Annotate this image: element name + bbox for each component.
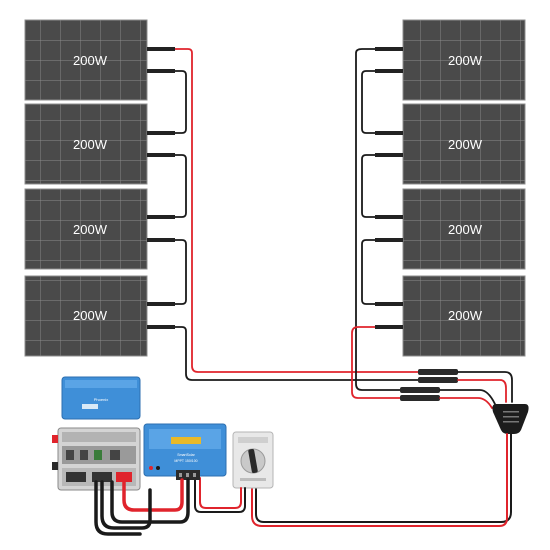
right-panel-array: 200W 200W 200W 200W — [402, 19, 526, 357]
controller-model-label: MPPT 150/100 — [174, 459, 197, 463]
panel-wattage-label: 200W — [73, 137, 108, 152]
inverter-brand-label: Phoenix — [94, 397, 108, 402]
rotary-handle-icon[interactable] — [248, 448, 258, 474]
isolator-to-controller-cables — [194, 477, 246, 513]
inverter-charger: Phoenix — [61, 376, 141, 420]
solar-panel: 200W — [402, 103, 526, 185]
solar-panel: 200W — [24, 188, 148, 270]
panel-wattage-label: 200W — [73, 308, 108, 323]
dc-isolator-switch — [232, 431, 274, 489]
panel-wattage-label: 200W — [73, 53, 108, 68]
left-panel-connectors — [147, 47, 175, 329]
battery-to-controller-cables — [94, 474, 190, 536]
solar-panel: 200W — [24, 103, 148, 185]
controller-brand-label: SmartSolar — [177, 453, 195, 457]
combined-output-cables — [439, 371, 513, 409]
solar-panel: 200W — [402, 275, 526, 357]
left-string-cables — [174, 48, 441, 381]
solar-panel: 200W — [24, 19, 148, 101]
panel-wattage-label: 200W — [448, 222, 483, 237]
battery-distribution-unit — [52, 427, 141, 491]
panel-wattage-label: 200W — [448, 308, 483, 323]
mppt-charge-controller: SmartSolar MPPT 150/100 — [143, 423, 227, 480]
panel-wattage-label: 200W — [448, 53, 483, 68]
solar-panel: 200W — [402, 188, 526, 270]
y-branch-connectors — [400, 369, 458, 401]
right-string-cables — [351, 48, 421, 399]
solar-panel: 200W — [402, 19, 526, 101]
cable-entry-gland — [492, 404, 529, 434]
roof-run-cables — [251, 433, 512, 527]
solar-panel: 200W — [24, 275, 148, 357]
left-panel-array: 200W 200W 200W 200W — [24, 19, 148, 357]
panel-wattage-label: 200W — [448, 137, 483, 152]
panel-wattage-label: 200W — [73, 222, 108, 237]
right-panel-connectors — [375, 47, 403, 329]
